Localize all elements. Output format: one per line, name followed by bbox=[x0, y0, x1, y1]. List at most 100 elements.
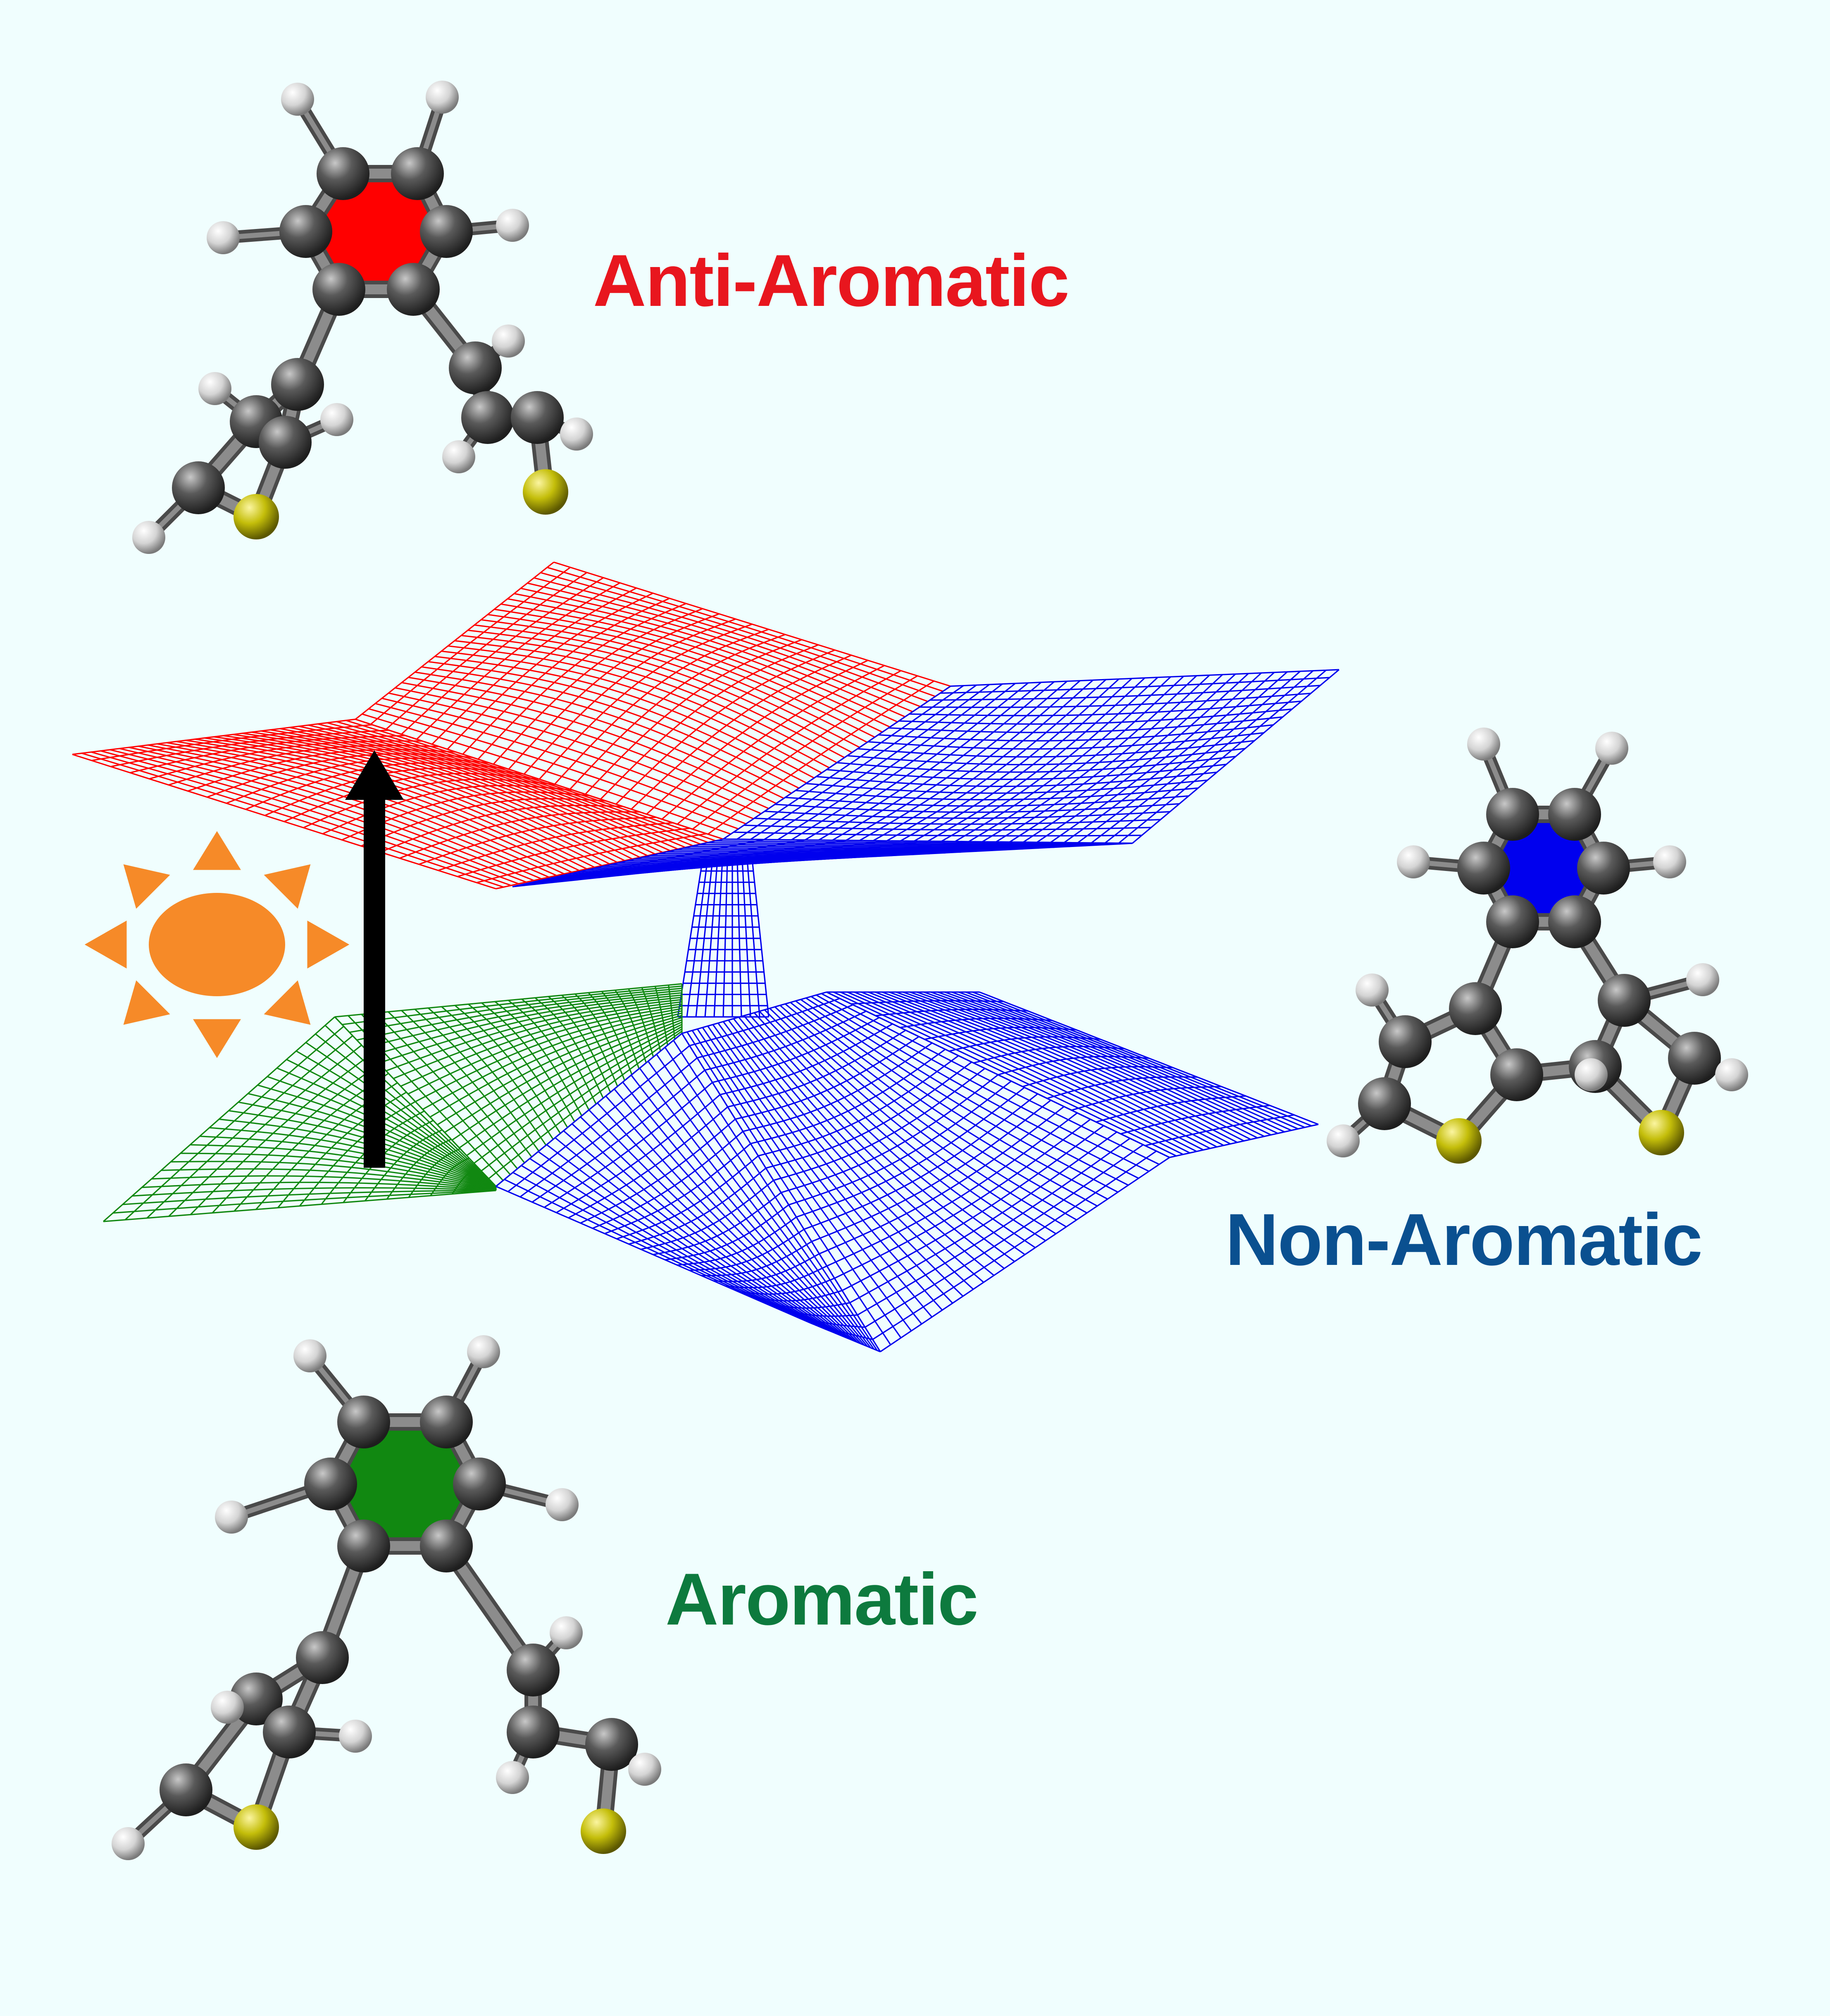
anti-aromatic-molecule bbox=[132, 81, 593, 554]
surface-mesh bbox=[723, 669, 1340, 844]
sulfur-atom bbox=[234, 1804, 279, 1850]
carbon-atom bbox=[391, 147, 444, 200]
non-aromatic-label: Non-Aromatic bbox=[1225, 1198, 1703, 1281]
surface-mesh bbox=[102, 1016, 497, 1222]
aromatic-molecule bbox=[112, 1335, 661, 1860]
hydrogen-atom bbox=[1575, 1058, 1608, 1091]
potential-energy-surfaces bbox=[72, 561, 1340, 1353]
sun-ray bbox=[307, 921, 350, 969]
surface-mesh bbox=[677, 859, 770, 1018]
carbon-atom bbox=[160, 1763, 212, 1816]
hydrogen-atom bbox=[339, 1720, 372, 1753]
sun-ray bbox=[193, 1019, 241, 1058]
carbon-atom bbox=[1449, 982, 1502, 1035]
hydrogen-atom bbox=[1653, 845, 1686, 878]
hydrogen-atom bbox=[1397, 845, 1430, 878]
sulfur-atom bbox=[1639, 1110, 1684, 1155]
sulfur-atom bbox=[581, 1808, 626, 1854]
carbon-atom bbox=[172, 461, 225, 514]
sun-icon bbox=[84, 831, 350, 1058]
carbon-atom bbox=[420, 1396, 473, 1448]
hydrogen-atom bbox=[467, 1335, 500, 1368]
carbon-atom bbox=[263, 1706, 316, 1758]
carbon-atom bbox=[1577, 842, 1630, 895]
carbon-atom bbox=[1598, 974, 1651, 1027]
carbon-atom bbox=[1548, 895, 1601, 948]
carbon-atom bbox=[387, 263, 440, 316]
carbon-atom bbox=[1668, 1032, 1721, 1085]
carbon-atom bbox=[461, 391, 514, 444]
carbon-atom bbox=[1457, 842, 1510, 895]
hydrogen-atom bbox=[560, 418, 593, 451]
excitation-arrow-icon bbox=[345, 750, 404, 1168]
carbon-atom bbox=[511, 391, 564, 444]
sun-ray bbox=[264, 864, 311, 909]
carbon-atom bbox=[304, 1458, 357, 1510]
carbon-atom bbox=[1486, 895, 1539, 948]
sun-ray bbox=[123, 980, 170, 1025]
hydrogen-atom bbox=[320, 403, 353, 436]
carbon-atom bbox=[279, 205, 332, 258]
hydrogen-atom bbox=[207, 221, 240, 254]
arrow-shaft bbox=[364, 787, 385, 1168]
hydrogen-atom bbox=[1467, 728, 1500, 761]
hydrogen-atom bbox=[112, 1827, 145, 1860]
carbon-atom bbox=[312, 263, 365, 316]
hydrogen-atom bbox=[1715, 1058, 1748, 1091]
carbon-atom bbox=[449, 341, 502, 394]
sun-ray bbox=[123, 864, 170, 909]
sulfur-atom bbox=[523, 469, 568, 515]
carbon-atom bbox=[259, 416, 312, 469]
surface-mesh bbox=[355, 561, 951, 840]
carbon-atom bbox=[585, 1718, 638, 1771]
sun-ray bbox=[193, 831, 241, 870]
carbon-atom bbox=[507, 1644, 560, 1696]
anti-aromatic-label: Anti-Aromatic bbox=[593, 239, 1070, 322]
hydrogen-atom bbox=[1327, 1124, 1360, 1157]
carbon-atom bbox=[296, 1631, 349, 1684]
ring-fill bbox=[306, 174, 446, 289]
hydrogen-atom bbox=[442, 440, 475, 473]
surface-mesh bbox=[826, 991, 1319, 1158]
carbon-atom bbox=[271, 358, 324, 411]
non-aromatic-molecule bbox=[1327, 728, 1748, 1164]
hydrogen-atom bbox=[132, 521, 165, 554]
carbon-atom bbox=[317, 147, 369, 200]
ring-fill bbox=[331, 1422, 479, 1546]
sulfur-atom bbox=[1436, 1118, 1482, 1164]
hydrogen-atom bbox=[215, 1501, 248, 1534]
aromatic-label: Aromatic bbox=[665, 1558, 979, 1640]
hydrogen-atom bbox=[496, 209, 529, 242]
hydrogen-atom bbox=[628, 1753, 661, 1786]
carbon-atom bbox=[1358, 1077, 1411, 1130]
hydrogen-atom bbox=[198, 372, 231, 405]
carbon-atom bbox=[1490, 1048, 1543, 1101]
surface-mesh bbox=[512, 838, 1133, 888]
carbon-atom bbox=[453, 1458, 506, 1510]
carbon-atom bbox=[420, 205, 473, 258]
sun-disc bbox=[149, 893, 285, 996]
surface-mesh bbox=[495, 1033, 881, 1353]
ring-fill bbox=[1484, 814, 1604, 922]
hydrogen-atom bbox=[1595, 732, 1628, 765]
sulfur-atom bbox=[234, 494, 279, 539]
hydrogen-atom bbox=[293, 1339, 326, 1372]
arrow-head bbox=[345, 750, 404, 800]
hydrogen-atom bbox=[1686, 963, 1719, 996]
carbon-atom bbox=[1486, 788, 1539, 841]
carbon-atom bbox=[337, 1520, 390, 1572]
sun-ray bbox=[264, 980, 311, 1025]
hydrogen-atom bbox=[492, 324, 525, 358]
hydrogen-atom bbox=[546, 1488, 579, 1521]
carbon-atom bbox=[337, 1396, 390, 1448]
hydrogen-atom bbox=[211, 1691, 244, 1724]
surface-mesh bbox=[334, 983, 683, 1187]
carbon-atom bbox=[1548, 788, 1601, 841]
hydrogen-atom bbox=[1356, 973, 1389, 1007]
sun-ray bbox=[84, 921, 127, 969]
hydrogen-atom bbox=[496, 1761, 529, 1794]
hydrogen-atom bbox=[550, 1616, 583, 1649]
carbon-atom bbox=[420, 1520, 473, 1572]
hydrogen-atom bbox=[426, 81, 459, 114]
